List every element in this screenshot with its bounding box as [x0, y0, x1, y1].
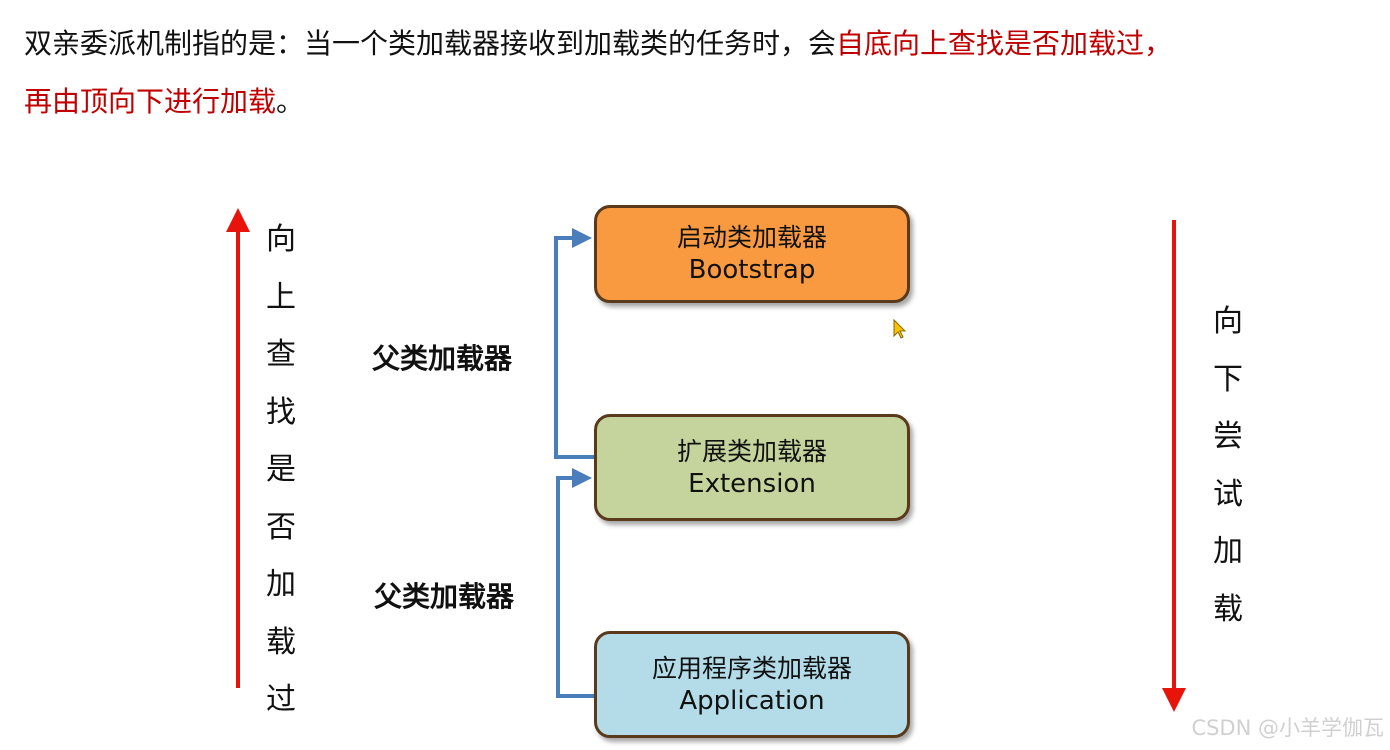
char: 上: [266, 279, 296, 315]
char: 查: [266, 337, 296, 372]
char: 载: [266, 624, 296, 660]
application-to-extension-connector: [556, 468, 594, 698]
char: 载: [1213, 591, 1243, 627]
intro-period: 。: [276, 85, 305, 118]
left-vertical-text: 向上查找是否加载过: [261, 211, 301, 729]
bootstrap-loader-box: 启动类加载器 Bootstrap: [594, 205, 910, 303]
intro-line-1: 双亲委派机制指的是：当一个类加载器接收到加载类的任务时，会自底向上查找是否加载过…: [24, 22, 1172, 62]
char: 否: [266, 509, 296, 545]
char: 加: [1213, 534, 1243, 569]
char: 尝: [1213, 419, 1243, 454]
loader-en-name: Bootstrap: [688, 255, 816, 285]
loader-cn-name: 应用程序类加载器: [651, 653, 852, 683]
char: 下: [1213, 361, 1243, 397]
parent-loader-label-2: 父类加载器: [374, 580, 515, 613]
right-vertical-text: 向下尝试加载: [1208, 293, 1248, 638]
parent-loader-label-1: 父类加载器: [372, 342, 513, 375]
watermark: CSDN @小羊学伽瓦: [1191, 716, 1384, 740]
char: 试: [1213, 476, 1243, 512]
intro-highlight-2: 再由顶向下进行加载: [24, 85, 277, 118]
extension-loader-box: 扩展类加载器 Extension: [594, 414, 910, 521]
char: 是: [266, 452, 296, 487]
extension-to-bootstrap-connector: [554, 228, 594, 459]
loader-en-name: Application: [679, 685, 825, 716]
application-loader-box: 应用程序类加载器 Application: [594, 631, 910, 738]
loader-cn-name: 启动类加载器: [676, 223, 827, 252]
char: 过: [266, 682, 296, 717]
char: 向: [266, 222, 296, 257]
char: 加: [266, 567, 296, 602]
loader-cn-name: 扩展类加载器: [676, 436, 827, 466]
intro-line-2: 再由顶向下进行加载。: [24, 80, 304, 120]
loader-en-name: Extension: [688, 468, 816, 499]
char: 向: [1213, 304, 1243, 339]
intro-text: 双亲委派机制指的是：当一个类加载器接收到加载类的任务时，会: [24, 27, 837, 60]
char: 找: [266, 394, 296, 430]
intro-highlight: 自底向上查找是否加载过，: [836, 27, 1173, 60]
